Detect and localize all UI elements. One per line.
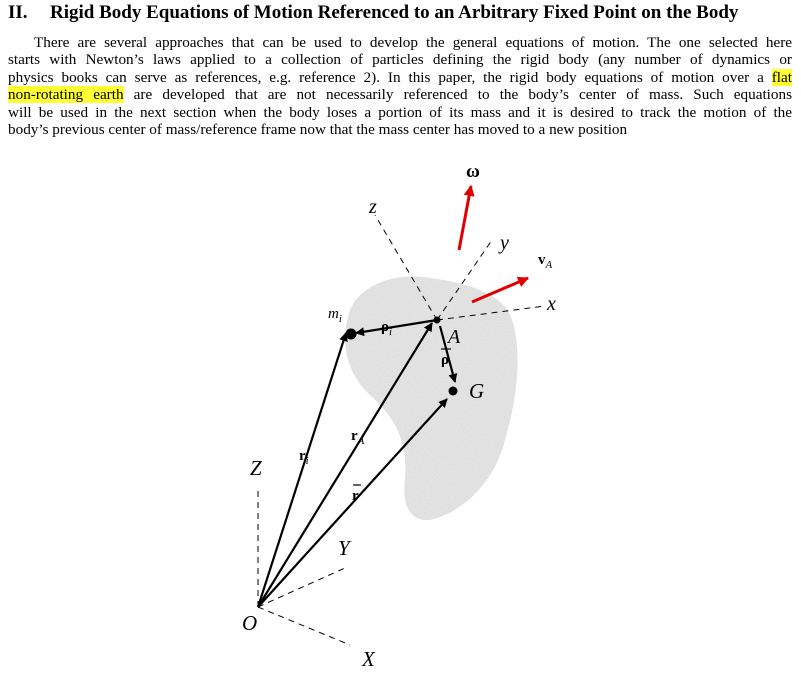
paragraph-line: starts with Newton’s laws applied to a c…: [8, 51, 792, 69]
inertial-x-axis: [257, 606, 351, 646]
m-i-label: mi: [328, 306, 342, 325]
r-a-label: rA: [351, 428, 365, 447]
body-y-label: y: [498, 232, 509, 254]
m-label-main: m: [328, 306, 339, 322]
v-label-main: v: [538, 252, 546, 268]
paragraph-line: body’s previous center of mass/reference…: [8, 121, 628, 139]
body-x-axis: [436, 305, 546, 321]
section-title: Rigid Body Equations of Motion Reference…: [50, 2, 739, 23]
rigid-body-shape: [345, 276, 518, 521]
rho-bar-vector: [438, 325, 458, 383]
r-i-vector: [256, 332, 348, 608]
Y-label: Y: [338, 536, 352, 560]
body-y-axis: [436, 239, 493, 321]
r-a-label-sub: A: [357, 435, 365, 447]
section-number: II.: [8, 2, 28, 23]
rho-i-vector: [355, 318, 438, 337]
X-label: X: [361, 647, 376, 671]
paragraph-line: physics books can serve as references, e…: [8, 68, 792, 86]
r-a-label-main: r: [351, 428, 358, 444]
r-i-label-main: r: [299, 448, 306, 464]
O-label: O: [242, 611, 257, 635]
rho-i-label-main: ρ: [381, 319, 389, 335]
paragraph-line: will be used in the next section when th…: [8, 103, 792, 121]
G-label: G: [469, 379, 484, 403]
r-i-label-sub: i: [306, 455, 309, 467]
m-label-sub: i: [339, 313, 342, 325]
v-a-vector: [471, 276, 530, 304]
body-z-label: z: [368, 196, 377, 218]
paragraph-text: are developed that are not necessarily r…: [123, 86, 792, 104]
section-heading: II. Rigid Body Equations of Motion Refere…: [8, 2, 738, 24]
body-x-label: x: [546, 293, 556, 315]
point-A: [433, 316, 441, 324]
r-i-label: ri: [299, 448, 309, 467]
r-bar-vector: [257, 398, 448, 608]
rho-i-label: ρi: [381, 319, 392, 338]
A-label: A: [446, 326, 461, 348]
inertial-y-axis: [257, 567, 346, 608]
rigid-body-diagram: ω z y x vA mi ρi A ρ G rA ri r Z Y O X: [242, 161, 556, 671]
rho-bar-label: ρ: [441, 352, 449, 368]
omega-vector: [457, 184, 475, 251]
v-label: vA: [538, 252, 553, 271]
rho-i-label-sub: i: [389, 326, 392, 338]
highlighted-text: flat: [771, 68, 792, 86]
omega-label: ω: [466, 161, 480, 182]
Z-label: Z: [250, 456, 262, 480]
body-z-axis: [374, 214, 438, 321]
v-label-sub: A: [545, 259, 553, 271]
paragraph-line: There are several approaches that can be…: [34, 34, 792, 51]
r-bar-label: r: [352, 488, 359, 504]
body-paragraph: There are several approaches that can be…: [8, 34, 792, 138]
paragraph-text: physics books can serve as references, e…: [8, 68, 772, 86]
paragraph-line: non-rotating earth are developed that ar…: [8, 86, 792, 104]
r-a-vector: [257, 322, 433, 608]
highlighted-text: non-rotating earth: [8, 86, 124, 104]
point-m-i: [345, 328, 357, 340]
point-G: [448, 386, 458, 396]
